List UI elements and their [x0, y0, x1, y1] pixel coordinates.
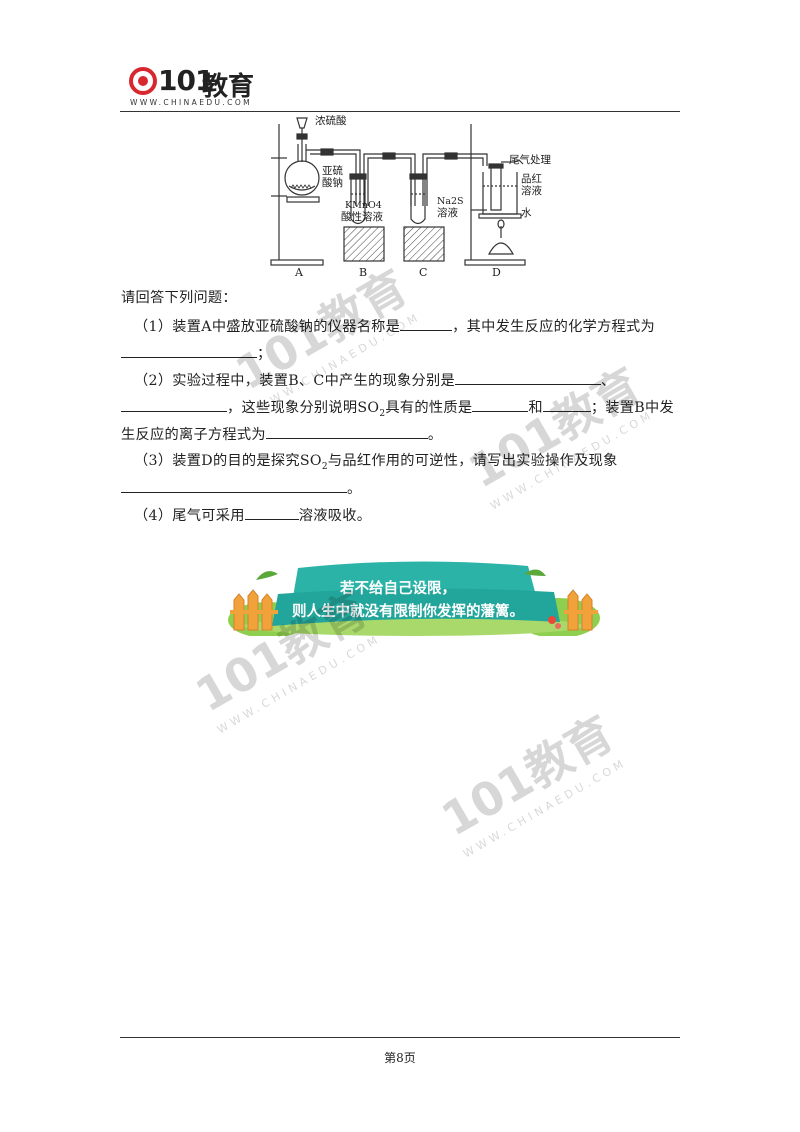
q2-text-e: 和: [528, 400, 543, 416]
question-4-line-1: （4）尾气可采用 溶液吸收。: [134, 505, 371, 526]
apparatus-drawing: [270, 117, 526, 266]
logo-url: WWW.CHINAEDU.COM: [130, 98, 252, 107]
q2-blank-property-2[interactable]: [542, 397, 591, 412]
question-1-line-1: （1）装置A中盛放亚硫酸钠的仪器名称是 ，其中发生反应的化学方程式为: [134, 316, 655, 337]
label-tail-gas: 尾气处理: [509, 154, 551, 166]
banner-line-1: 若不给自己设限，: [340, 581, 456, 597]
q1-text-a: （1）装置A中盛放亚硫酸钠的仪器名称是: [134, 319, 401, 335]
letter-c: C: [419, 266, 428, 279]
q3-blank-operation[interactable]: [121, 478, 347, 493]
label-tube-b-1: KMnO4: [345, 200, 382, 211]
q2-text-d: 具有的性质是: [385, 400, 473, 416]
label-conc-sulfuric-acid: 浓硫酸: [315, 115, 347, 127]
label-water: 水: [521, 207, 532, 219]
logo-number: 101: [158, 64, 214, 97]
q4-text-a: （4）尾气可采用: [134, 508, 245, 524]
label-flask-1: 亚硫: [322, 165, 343, 177]
q3-text-c: 。: [347, 481, 362, 497]
label-tube-d-1: 品红: [521, 173, 542, 185]
q4-text-b: 溶液吸收。: [298, 508, 372, 524]
letter-d: D: [492, 266, 501, 279]
q1-text-c: ；: [257, 346, 272, 362]
q2-subscript: 2: [379, 408, 386, 419]
q3-subscript: 2: [321, 461, 328, 472]
q2-text-a: （2）实验过程中，装置B、C中产生的现象分别是: [134, 373, 455, 389]
q2-text-h: 。: [427, 427, 443, 443]
q2-blank-ionic-equation[interactable]: [265, 424, 428, 439]
letter-a: A: [295, 266, 303, 279]
q3-text-a: （3）装置D的目的是探究SO: [134, 453, 322, 469]
q2-blank-property-1[interactable]: [472, 397, 529, 412]
banner-line-2: 则人生中就没有限制你发挥的藩篱。: [292, 604, 524, 620]
label-tube-c-2: 溶液: [437, 207, 458, 219]
q1-blank-apparatus[interactable]: [400, 316, 453, 331]
banner-graphic: [228, 561, 600, 638]
apparatus-diagram: 浓硫酸 亚硫 酸钠 KMnO4 酸性溶液 Na2S 溶液 尾气处理 品红 溶液 …: [265, 114, 565, 284]
q2-text-b: 、: [600, 373, 616, 389]
q2-blank-phenomenon-c[interactable]: [121, 397, 227, 412]
footer-rule: [120, 1037, 680, 1038]
question-2-line-1: （2）实验过程中，装置B、C中产生的现象分别是 、: [134, 370, 615, 391]
q3-text-b: 与品红作用的可逆性，请写出实验操作及现象: [327, 453, 618, 469]
q2-text-c: ，这些现象分别说明SO: [227, 400, 380, 416]
watermark-logo: 101教育 WWW.CHINAEDU.COM: [428, 698, 630, 861]
question-2-line-3: 生反应的离子方程式为 。: [121, 424, 442, 445]
q2-text-g: 生反应的离子方程式为: [121, 427, 266, 443]
label-tube-b-2: 酸性溶液: [341, 211, 383, 223]
label-flask-2: 酸钠: [322, 177, 343, 189]
motivational-banner: 若不给自己设限， 则人生中就没有限制你发挥的藩篱。: [228, 560, 600, 638]
q1-text-b: ，其中发生反应的化学方程式为: [452, 319, 655, 335]
question-2-line-2: ，这些现象分别说明SO2具有的性质是 和 ；装置B中发: [121, 397, 674, 424]
label-tube-c-1: Na2S: [437, 196, 464, 207]
label-tube-d-2: 溶液: [521, 185, 542, 197]
question-intro: 请回答下列问题：: [121, 290, 237, 306]
q1-blank-equation[interactable]: [121, 343, 257, 358]
logo-ring-icon: [129, 67, 157, 95]
letter-b: B: [359, 266, 368, 279]
question-1-line-2: ；: [121, 343, 272, 364]
question-3-line-2: 。: [121, 478, 362, 499]
page-number: 第8页: [384, 1051, 416, 1065]
question-3-line-1: （3）装置D的目的是探究SO2与品红作用的可逆性，请写出实验操作及现象: [134, 451, 618, 477]
q2-text-f: ；装置B中发: [590, 400, 674, 416]
q4-blank-solution[interactable]: [244, 505, 299, 520]
q2-blank-phenomenon-b[interactable]: [454, 370, 601, 385]
brand-logo: 101 教育 WWW.CHINAEDU.COM: [128, 64, 258, 110]
logo-text: 教育: [202, 72, 255, 102]
header-rule: [120, 111, 680, 112]
